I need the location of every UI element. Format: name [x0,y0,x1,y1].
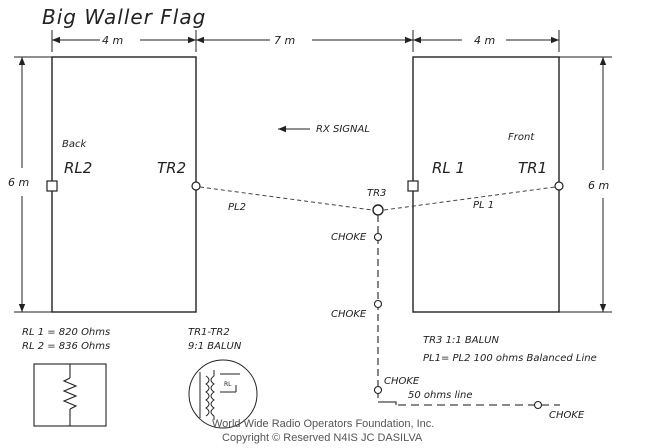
choke-2-label: CHOKE [331,309,367,320]
rl1-label: RL 1 [432,159,465,177]
left-height-label: 6 m [8,176,29,189]
tr2-node [191,181,201,191]
right-height-dimension [559,56,612,313]
front-label: Front [508,132,535,143]
left-width-label: 4 m [102,34,123,47]
spacing-label: 7 m [274,34,295,47]
transformer-symbol-icon [188,359,258,429]
left-height-dimension [14,56,52,313]
tr2-label: TR2 [157,159,186,177]
choke-3-icon [373,385,383,395]
rl1-resistor-box [407,180,419,192]
feedline-label: 50 ohms line [408,390,473,401]
tr3-label: TR3 [367,188,386,199]
pl-note: PL1= PL2 100 ohms Balanced Line [423,353,597,364]
top-dimensions [51,30,560,52]
rl1-value-note: RL 1 = 820 Ohms [22,327,110,338]
pl1-line [383,186,556,211]
right-loop [412,56,560,313]
choke-1-label: CHOKE [331,232,367,243]
back-label: Back [62,139,87,150]
transformer-rl-label: RL [224,381,232,388]
choke-4-icon [533,400,543,410]
rl2-value-note: RL 2 = 836 Ohms [22,341,110,352]
tr-pair-note: TR1-TR2 [188,327,230,338]
tr1-label: TR1 [518,159,547,177]
left-loop [51,56,197,313]
tr3-node [372,204,384,216]
choke-1-icon [373,232,383,242]
rl2-resistor-box [46,180,58,192]
feedline-corner [378,401,397,405]
choke-4-label: CHOKE [549,410,585,421]
choke-3-label: CHOKE [384,376,420,387]
pl2-line [199,186,373,211]
rl2-label: RL2 [64,159,92,177]
resistor-symbol-icon [33,363,107,427]
tr1-node [554,181,564,191]
balun-91-note: 9:1 BALUN [188,341,242,352]
diagram-title: Big Waller Flag [42,5,206,29]
footer-organization: World Wide Radio Operators Foundation, I… [212,418,434,430]
tr3-note: TR3 1:1 BALUN [423,335,499,346]
choke-2-icon [373,299,383,309]
right-height-label: 6 m [588,179,609,192]
pl2-label: PL2 [228,202,246,213]
rx-signal-label: RX SIGNAL [316,124,370,135]
footer-copyright: Copyright © Reserved N4IS JC DASILVA [222,432,423,444]
right-width-label: 4 m [474,34,495,47]
pl1-label: PL 1 [473,200,494,211]
